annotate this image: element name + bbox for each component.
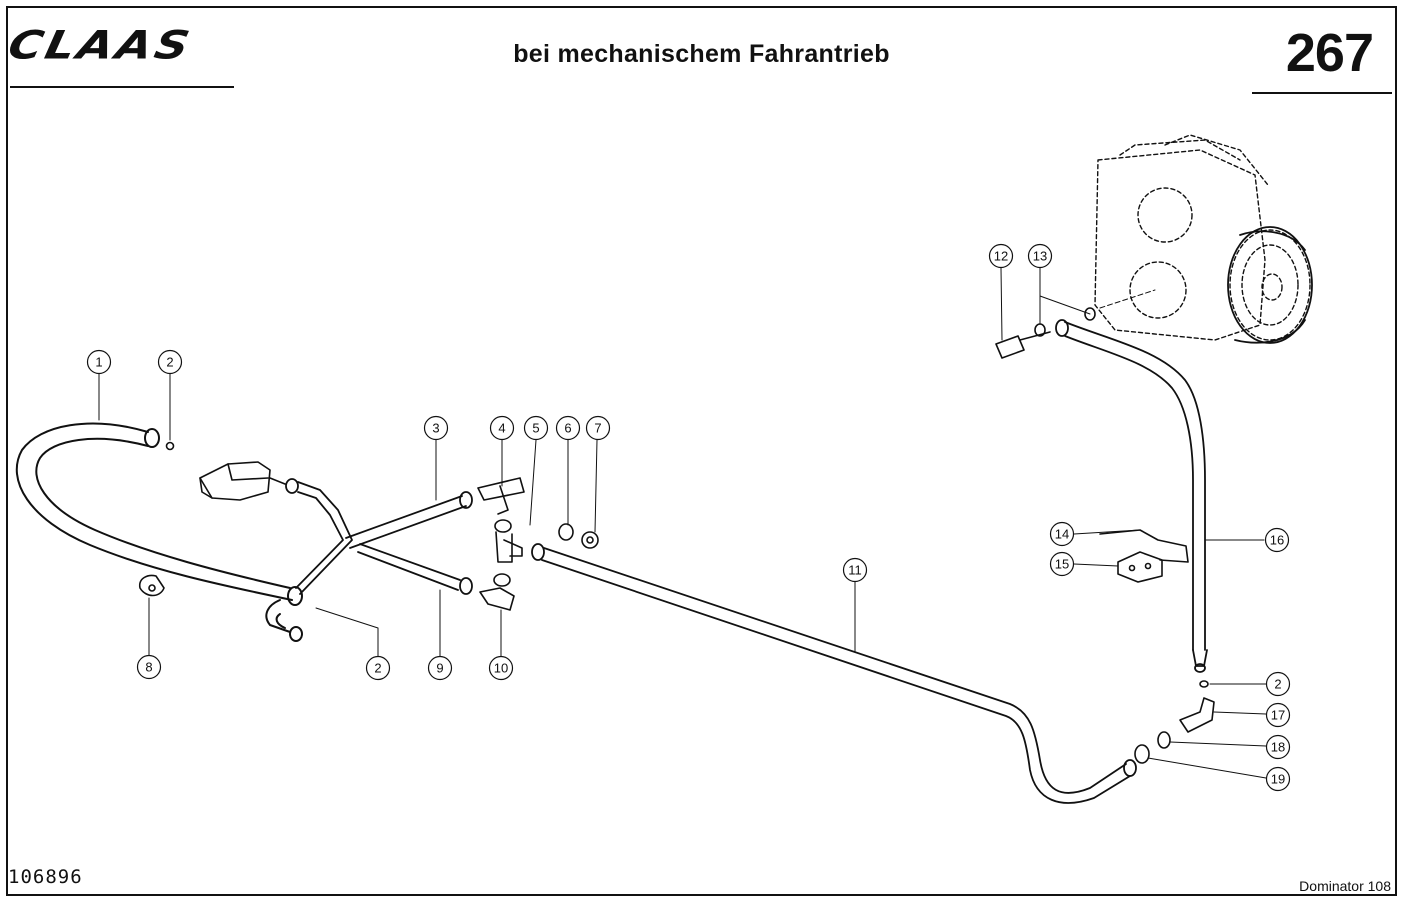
tee-fittings [477,477,525,611]
elbow-washers [1134,680,1215,764]
callout-6: 6 [555,415,581,441]
gearbox-housing [1094,134,1311,341]
callout-11: 11 [842,557,868,583]
callout-circle [842,557,868,583]
callout-12: 12 [988,243,1014,269]
callout-10: 10 [488,655,514,681]
callout-circle [136,654,162,680]
callout-circle [1265,671,1291,697]
callout-label: 7 [594,421,601,436]
bracket-clamp [1099,529,1189,583]
callout-2: 2 [157,349,183,375]
callout-circle [1265,702,1291,728]
page-number: 267 [1285,23,1374,83]
callout-1: 1 [86,349,112,375]
callout-circle [988,243,1014,269]
callout-8: 8 [136,654,162,680]
callout-label: 16 [1270,533,1284,548]
callout-circle [1049,521,1075,547]
hose-16 [1055,319,1208,673]
callout-16: 16 [1264,527,1290,553]
callout-label: 18 [1271,740,1285,755]
callout-circle [585,415,611,441]
callout-label: 4 [498,421,505,436]
callout-label: 11 [848,563,862,578]
callout-circle [555,415,581,441]
callout-17: 17 [1265,702,1291,728]
drawing-id: 106896 [8,866,83,888]
callout-circle [523,415,549,441]
callout-label: 5 [532,421,539,436]
callout-circle [1049,551,1075,577]
callout-2: 2 [1265,671,1291,697]
callout-18: 18 [1265,734,1291,760]
callout-label: 2 [374,661,381,676]
callout-13: 13 [1027,243,1053,269]
leader-dashed [1099,289,1156,309]
page-title: bei mechanischem Fahrantrieb [513,40,890,68]
pipe-11 [531,543,1137,804]
callout-2: 2 [365,655,391,681]
callout-label: 8 [145,660,152,675]
callout-5: 5 [523,415,549,441]
callout-circle [423,415,449,441]
callout-3: 3 [423,415,449,441]
callout-circle [427,655,453,681]
callout-label: 9 [436,661,443,676]
callout-circle [1027,243,1053,269]
callout-label: 3 [432,421,439,436]
callout-4: 4 [489,415,515,441]
leader-lines [98,267,1267,779]
callout-label: 17 [1271,708,1285,723]
banjo-bolt [995,307,1096,359]
callout-label: 14 [1055,527,1069,542]
callout-circle [157,349,183,375]
callout-label: 1 [95,355,102,370]
callout-label: 2 [166,355,173,370]
hose-1 [15,422,303,642]
callout-label: 12 [994,249,1008,264]
callout-circle [1265,734,1291,760]
callout-circle [1265,766,1291,792]
callout-label: 6 [564,421,571,436]
callout-7: 7 [585,415,611,441]
callout-circle [365,655,391,681]
nuts-clip [138,523,599,597]
callout-circle [489,415,515,441]
callout-9: 9 [427,655,453,681]
callout-label: 13 [1033,249,1047,264]
valve-fitting [165,441,286,501]
callout-circle [488,655,514,681]
pipe-3-9 [285,478,473,595]
callout-19: 19 [1265,766,1291,792]
callout-label: 2 [1274,677,1281,692]
callout-label: 15 [1055,557,1069,572]
callout-15: 15 [1049,551,1075,577]
callout-label: 10 [494,661,508,676]
page-number-underline [1252,92,1392,94]
gearbox-solid-edges [1227,226,1313,344]
callout-14: 14 [1049,521,1075,547]
machine-model: Dominator 108 [1299,878,1391,894]
callout-label: 19 [1271,772,1285,787]
callout-circle [86,349,112,375]
callout-circle [1264,527,1290,553]
drawing-frame [6,6,1397,896]
logo-underline [10,86,234,88]
